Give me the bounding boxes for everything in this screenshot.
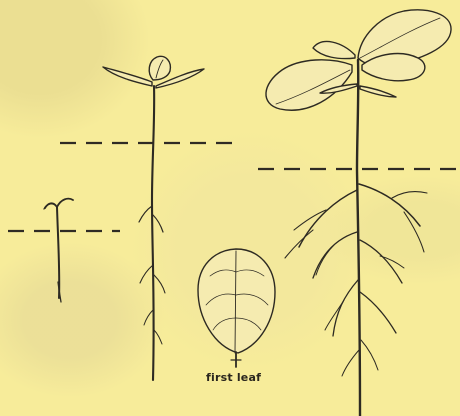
- seedling-stage-1: [44, 199, 73, 302]
- seedling-stage-2: [103, 56, 204, 380]
- first-leaf-caption: first leaf: [206, 371, 261, 384]
- first-leaf-illustration: [198, 249, 275, 367]
- seedling-stage-3: [266, 10, 451, 416]
